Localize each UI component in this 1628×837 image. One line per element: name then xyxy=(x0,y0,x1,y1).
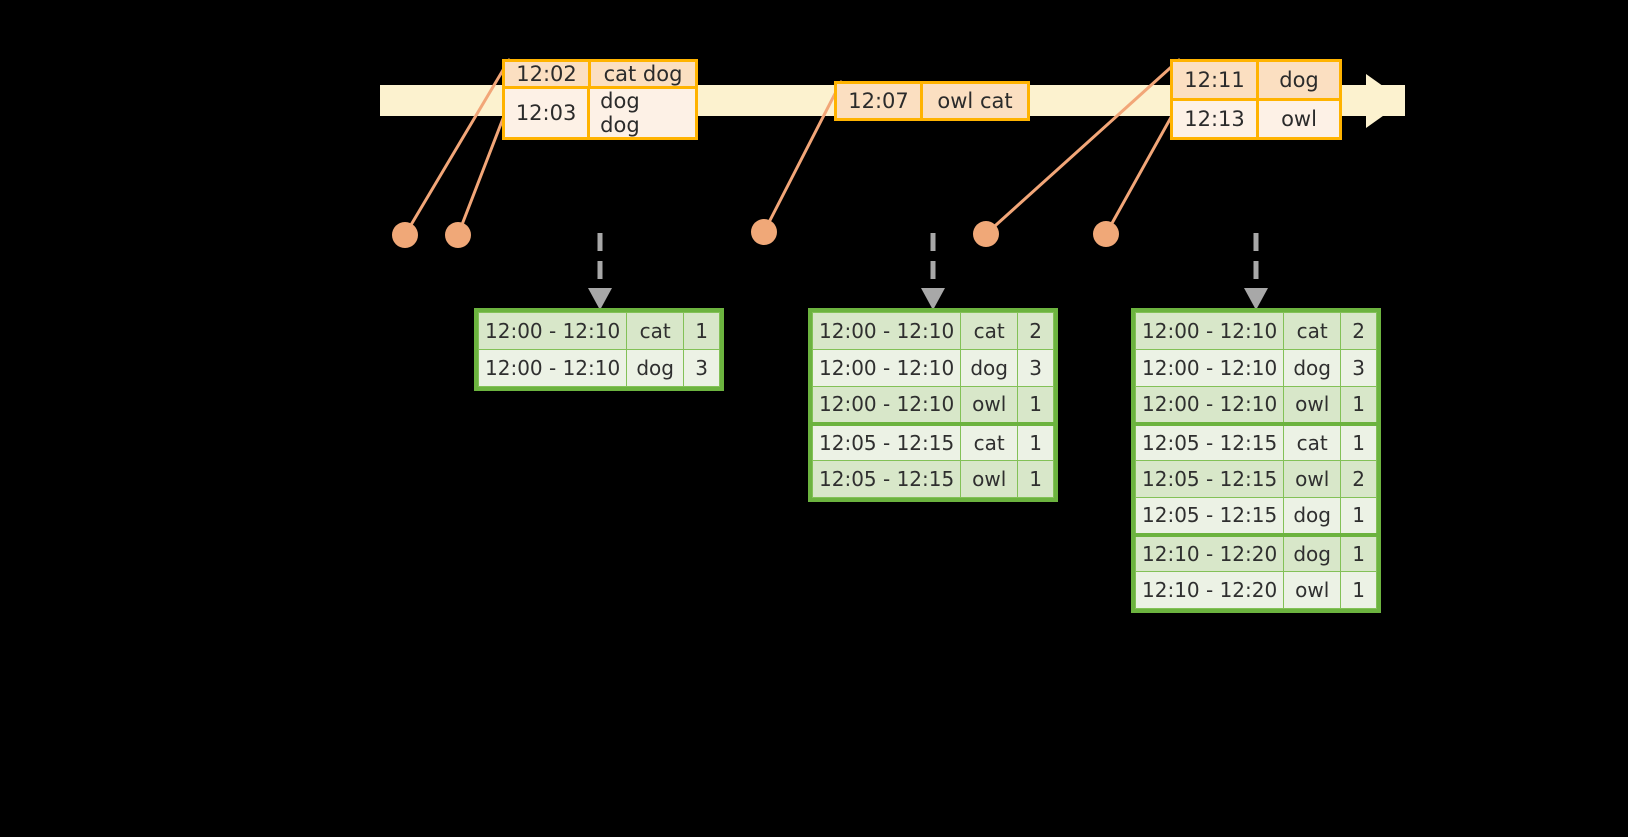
cell-count: 2 xyxy=(1340,460,1377,498)
cell-key: owl xyxy=(960,460,1019,498)
event-box-1[interactable]: 12:02 cat dog 12:03 dog dog xyxy=(502,59,698,140)
cell-key: cat xyxy=(960,423,1019,461)
cell-count: 1 xyxy=(1017,460,1054,498)
event-dot-3 xyxy=(751,219,777,245)
cell-window: 12:00 - 12:10 xyxy=(811,386,962,426)
event-value: dog xyxy=(1279,68,1319,92)
event-value: cat dog xyxy=(603,62,683,86)
cell-count: 2 xyxy=(1017,312,1054,350)
event-time: 12:11 xyxy=(1173,62,1259,98)
event-dot-5 xyxy=(1093,221,1119,247)
cell-key: cat xyxy=(626,312,685,350)
cell-window: 12:00 - 12:10 xyxy=(811,349,962,387)
event-time: 12:03 xyxy=(505,89,591,137)
cell-window: 12:10 - 12:20 xyxy=(1134,534,1285,572)
cell-key: cat xyxy=(960,312,1019,350)
cell-key: dog xyxy=(1283,349,1342,387)
cell-window: 12:00 - 12:10 xyxy=(1134,386,1285,426)
cell-count: 1 xyxy=(1340,534,1377,572)
event-value: owl cat xyxy=(937,89,1013,113)
cell-key: owl xyxy=(1283,460,1342,498)
cell-window: 12:05 - 12:15 xyxy=(1134,497,1285,537)
event-box-3[interactable]: 12:11 dog 12:13 owl xyxy=(1170,59,1342,140)
dashed-arrow-head-1 xyxy=(588,288,612,310)
cell-key: dog xyxy=(626,349,685,387)
dashed-arrow-head-3 xyxy=(1244,288,1268,310)
cell-key: dog xyxy=(1283,534,1342,572)
cell-window: 12:05 - 12:15 xyxy=(1134,460,1285,498)
cell-count: 3 xyxy=(1340,349,1377,387)
cell-count: 2 xyxy=(1340,312,1377,350)
event-row: 12:11 dog xyxy=(1173,62,1339,98)
cell-window: 12:00 - 12:10 xyxy=(477,349,628,387)
cell-key: cat xyxy=(1283,423,1342,461)
event-value: owl xyxy=(1281,107,1317,131)
cell-key: dog xyxy=(960,349,1019,387)
event-box-2[interactable]: 12:07 owl cat xyxy=(834,81,1030,121)
event-row: 12:03 dog dog xyxy=(505,86,695,137)
cell-window: 12:05 - 12:15 xyxy=(811,460,962,498)
event-time: 12:13 xyxy=(1173,101,1259,137)
cell-window: 12:00 - 12:10 xyxy=(1134,349,1285,387)
cell-count: 1 xyxy=(683,312,720,350)
cell-key: owl xyxy=(1283,386,1342,426)
connector-line-5 xyxy=(1104,101,1181,236)
dashed-arrow-head-2 xyxy=(921,288,945,310)
event-dot-2 xyxy=(445,222,471,248)
event-dot-4 xyxy=(973,221,999,247)
event-time: 12:02 xyxy=(505,62,591,86)
cell-count: 1 xyxy=(1340,386,1377,426)
cell-key: dog xyxy=(1283,497,1342,537)
cell-window: 12:00 - 12:10 xyxy=(811,312,962,350)
cell-window: 12:00 - 12:10 xyxy=(1134,312,1285,350)
cell-window: 12:05 - 12:15 xyxy=(811,423,962,461)
event-dot-1 xyxy=(392,222,418,248)
event-time: 12:07 xyxy=(837,84,923,118)
timeline-arrowhead xyxy=(1366,74,1404,128)
cell-key: owl xyxy=(960,386,1019,426)
event-row: 12:07 owl cat xyxy=(837,84,1027,118)
event-value: dog dog xyxy=(600,89,640,137)
cell-window: 12:10 - 12:20 xyxy=(1134,571,1285,609)
cell-window: 12:00 - 12:10 xyxy=(477,312,628,350)
cell-count: 1 xyxy=(1017,386,1054,426)
event-row: 12:02 cat dog xyxy=(505,62,695,86)
cell-count: 3 xyxy=(1017,349,1054,387)
cell-count: 1 xyxy=(1340,497,1377,537)
cell-key: cat xyxy=(1283,312,1342,350)
cell-count: 1 xyxy=(1017,423,1054,461)
cell-count: 1 xyxy=(1340,423,1377,461)
cell-key: owl xyxy=(1283,571,1342,609)
cell-count: 3 xyxy=(683,349,720,387)
cell-window: 12:05 - 12:15 xyxy=(1134,423,1285,461)
cell-count: 1 xyxy=(1340,571,1377,609)
event-row: 12:13 owl xyxy=(1173,98,1339,137)
